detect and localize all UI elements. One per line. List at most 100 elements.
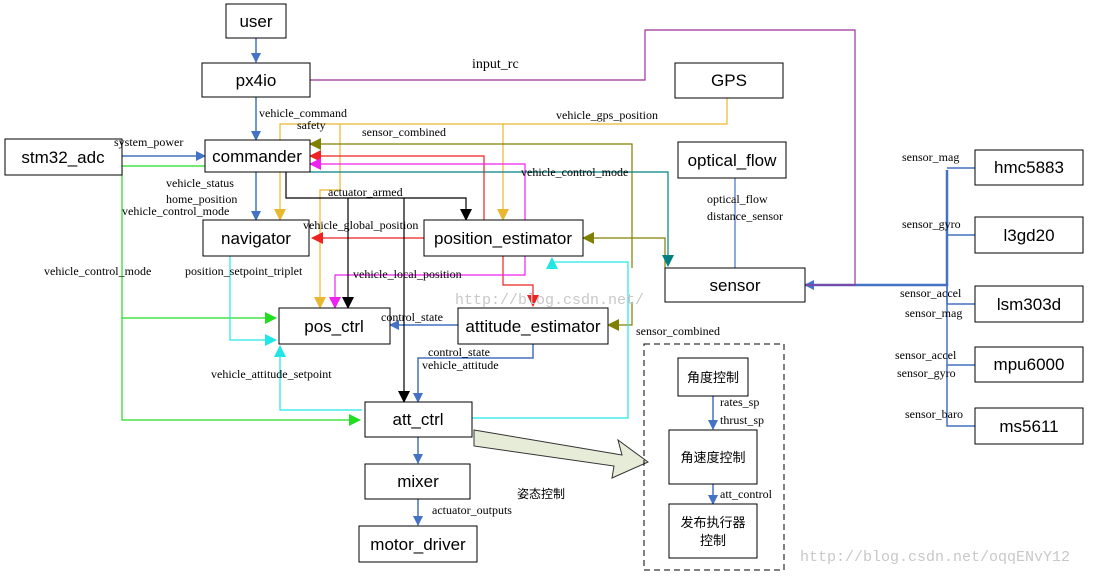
svg-text:hmc5883: hmc5883	[994, 158, 1064, 177]
node-lsm303d: lsm303d	[974, 285, 1084, 323]
svg-text:user: user	[239, 12, 272, 31]
svg-text:mixer: mixer	[397, 472, 439, 491]
label-vehicle-attitude: vehicle_attitude	[422, 358, 499, 372]
svg-text:lsm303d: lsm303d	[997, 295, 1061, 314]
watermark-center: http://blog.csdn.net/	[455, 292, 644, 309]
label-sensor-accel-1: sensor_accel	[900, 286, 962, 300]
node-attitude-estimator: attitude_estimator	[457, 307, 609, 345]
svg-text:attitude_estimator: attitude_estimator	[465, 317, 600, 336]
edge-nav-posctrl-cyan	[229, 256, 277, 346]
edge-sensor-position-estimator	[582, 232, 666, 268]
svg-text:pos_ctrl: pos_ctrl	[304, 317, 364, 336]
node-hmc5883: hmc5883	[974, 149, 1084, 186]
node-mixer: mixer	[364, 463, 471, 500]
label-sensor-mag-1: sensor_mag	[902, 150, 959, 164]
svg-text:motor_driver: motor_driver	[370, 535, 466, 554]
svg-text:px4io: px4io	[236, 71, 277, 90]
svg-text:发布执行器: 发布执行器	[680, 515, 745, 531]
node-l3gd20: l3gd20	[974, 216, 1084, 254]
edge-actuator-armed	[285, 172, 472, 221]
node-angle-ctrl: 角度控制	[677, 357, 749, 397]
node-publish-actuator: 发布执行器 控制	[668, 503, 758, 559]
label-att-control: att_control	[720, 487, 773, 501]
node-pos-ctrl: pos_ctrl	[278, 307, 391, 345]
label-vehicle-control-mode-nav: vehicle_control_mode	[122, 204, 229, 218]
watermark-bottom: http://blog.csdn.net/oqqENvY12	[800, 549, 1070, 566]
attitude-control-arrow	[473, 429, 649, 479]
label-control-state-1: control_state	[381, 310, 443, 324]
node-stm32-adc: stm32_adc	[4, 138, 123, 176]
label-distance-sensor: distance_sensor	[707, 209, 783, 223]
label-actuator-outputs: actuator_outputs	[432, 503, 512, 517]
edge-attest-attctrl	[413, 344, 534, 403]
svg-text:mpu6000: mpu6000	[994, 355, 1065, 374]
node-position-estimator: position_estimator	[423, 219, 584, 257]
node-optical-flow: optical_flow	[677, 141, 787, 179]
label-thrust-sp: thrust_sp	[720, 413, 764, 427]
edge-control-mode-teal	[310, 171, 674, 267]
svg-text:stm32_adc: stm32_adc	[21, 148, 105, 167]
edge-control-mode-green	[121, 165, 361, 426]
svg-text:navigator: navigator	[221, 229, 291, 248]
svg-text:ms5611: ms5611	[999, 417, 1058, 436]
label-vehicle-control-mode-left: vehicle_control_mode	[44, 264, 151, 278]
node-commander: commander	[204, 139, 311, 173]
label-vehicle-status: vehicle_status	[166, 176, 234, 190]
svg-text:GPS: GPS	[711, 71, 747, 90]
svg-text:position_estimator: position_estimator	[434, 229, 572, 248]
label-optical-flow: optical_flow	[707, 192, 768, 206]
label-actuator-armed: actuator_armed	[328, 185, 403, 199]
node-rate-ctrl: 角速度控制	[668, 429, 758, 485]
node-user: user	[225, 3, 287, 39]
node-sensor: sensor	[664, 267, 806, 303]
edge-local-position-commander	[309, 158, 526, 220]
label-sensor-accel-2: sensor_accel	[895, 348, 957, 362]
node-ms5611: ms5611	[974, 407, 1084, 445]
label-attitude-control-cn: 姿态控制	[517, 487, 565, 501]
svg-text:角度控制: 角度控制	[687, 370, 739, 386]
edge-input-rc	[310, 29, 856, 286]
edge-gps-navigator	[274, 123, 503, 221]
svg-text:l3gd20: l3gd20	[1003, 226, 1054, 245]
label-vehicle-local-position: vehicle_local_position	[353, 267, 462, 281]
node-att-ctrl: att_ctrl	[364, 401, 473, 438]
node-navigator: navigator	[202, 219, 310, 257]
node-motor-driver: motor_driver	[358, 525, 478, 563]
label-system-power: system_power	[114, 135, 183, 149]
svg-text:sensor: sensor	[709, 276, 760, 295]
label-sensor-combined-top: sensor_combined	[362, 125, 446, 139]
label-vehicle-global-position: vehicle_global_position	[303, 218, 418, 232]
svg-text:控制: 控制	[700, 534, 726, 549]
label-vehicle-command: vehicle_command	[259, 106, 347, 120]
edge-att-setpoint	[274, 345, 362, 411]
node-mpu6000: mpu6000	[974, 346, 1084, 383]
label-sensor-gyro-2: sensor_gyro	[897, 366, 956, 380]
label-sensor-gyro-1: sensor_gyro	[902, 217, 961, 231]
edge-sensor-combined-top	[309, 138, 633, 268]
label-home-position: home_position	[166, 192, 237, 206]
label-sensor-mag-2: sensor_mag	[905, 306, 962, 320]
node-gps: GPS	[674, 62, 784, 99]
label-vehicle-gps-position: vehicle_gps_position	[556, 108, 658, 122]
edge-local-position-magenta	[329, 256, 526, 309]
svg-text:commander: commander	[212, 147, 302, 166]
svg-text:角速度控制: 角速度控制	[680, 450, 745, 466]
attitude-control-group	[643, 343, 785, 571]
label-vehicle-control-mode-top: vehicle_control_mode	[521, 165, 628, 179]
edge-global-position-commander	[309, 150, 485, 220]
edge-attctrl-posest-cyan	[472, 257, 629, 419]
label-rates-sp: rates_sp	[720, 395, 759, 409]
label-sensor-baro: sensor_baro	[905, 407, 963, 421]
label-input-rc: input_rc	[472, 57, 519, 72]
node-px4io: px4io	[201, 62, 311, 98]
svg-text:att_ctrl: att_ctrl	[392, 410, 443, 429]
label-sensor-combined-bottom: sensor_combined	[636, 324, 720, 338]
label-position-setpoint-triplet: position_setpoint_triplet	[185, 264, 303, 278]
edge-gps-posctrl	[314, 124, 341, 309]
label-vehicle-attitude-setpoint: vehicle_attitude_setpoint	[211, 367, 332, 381]
label-safety: safety	[297, 118, 326, 132]
svg-text:optical_flow: optical_flow	[688, 151, 778, 170]
label-control-state-2: control_state	[428, 345, 490, 359]
